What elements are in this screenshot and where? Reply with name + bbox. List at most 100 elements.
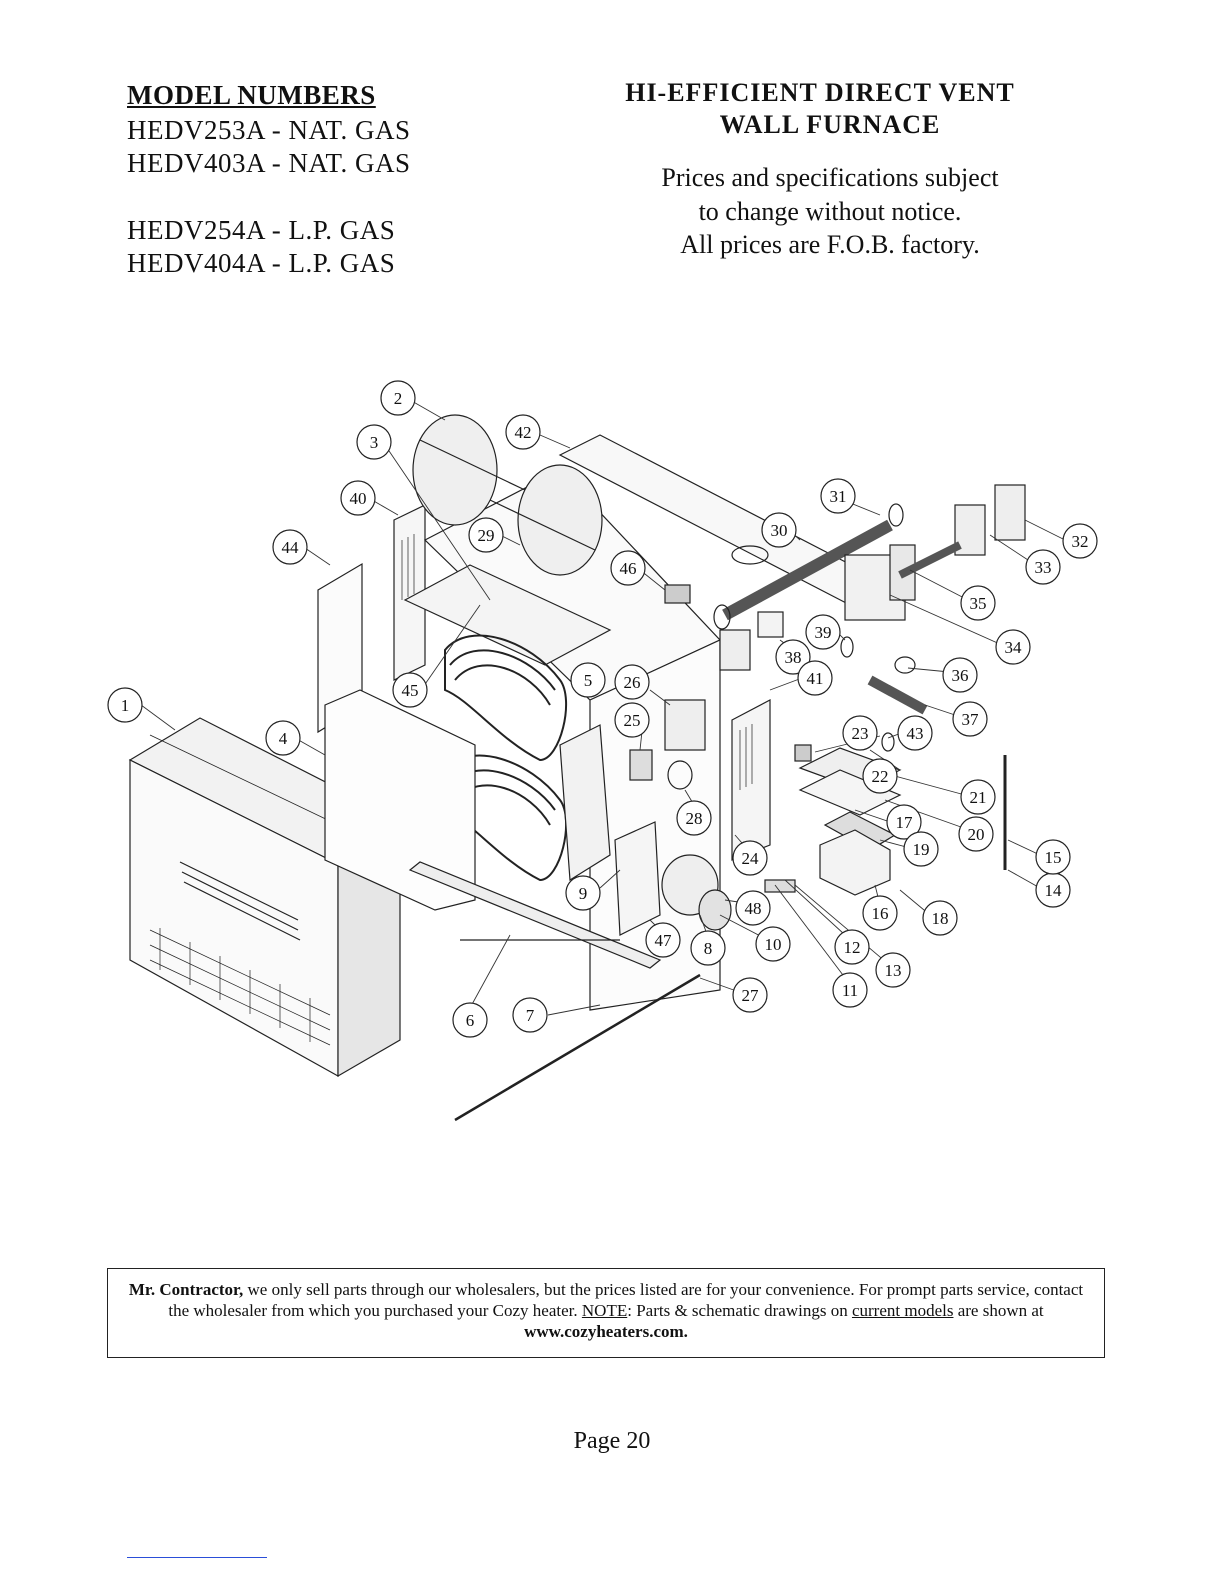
model-line: HEDV254A - L.P. GAS xyxy=(127,215,396,245)
callout-label: 12 xyxy=(844,938,861,957)
callout-circle xyxy=(676,800,712,836)
callout-label: 13 xyxy=(885,961,902,980)
callout-label: 11 xyxy=(842,981,858,1000)
callout-circle xyxy=(107,687,143,723)
callout-label: 19 xyxy=(913,840,930,859)
callout-label: 38 xyxy=(785,648,802,667)
callout-label: 4 xyxy=(279,729,288,748)
page-number: Page 20 xyxy=(573,1428,651,1454)
callout-label: 20 xyxy=(968,825,985,844)
callout-label: 10 xyxy=(765,935,782,954)
callout-8: 8 xyxy=(690,930,726,966)
callout-circle xyxy=(735,890,771,926)
callout-circle xyxy=(958,816,994,852)
callout-label: 25 xyxy=(624,711,641,730)
callout-28: 28 xyxy=(676,800,712,836)
callout-label: 26 xyxy=(624,673,641,692)
callout-circle xyxy=(732,840,768,876)
callout-38: 38 xyxy=(775,639,811,675)
contractor-text: : Parts & schematic drawings on xyxy=(627,1301,852,1320)
callout-label: 28 xyxy=(686,809,703,828)
callout-label: 29 xyxy=(478,526,495,545)
callout-label: 39 xyxy=(815,623,832,642)
callout-circle xyxy=(897,715,933,751)
callout-26: 26 xyxy=(614,664,650,700)
callout-label: 21 xyxy=(970,788,987,807)
contractor-text: are shown at xyxy=(953,1301,1044,1320)
callout-31: 31 xyxy=(820,478,856,514)
callout-label: 36 xyxy=(952,666,969,685)
callout-32: 32 xyxy=(1062,523,1098,559)
callout-circle xyxy=(922,900,958,936)
callout-circle xyxy=(761,512,797,548)
callout-label: 5 xyxy=(584,671,593,690)
callout-5: 5 xyxy=(570,662,606,698)
callout-20: 20 xyxy=(958,816,994,852)
callout-45: 45 xyxy=(392,672,428,708)
callout-circle xyxy=(995,629,1031,665)
callout-label: 35 xyxy=(970,594,987,613)
callout-circle xyxy=(468,517,504,553)
contractor-lead: Mr. Contractor, xyxy=(128,1280,244,1299)
callout-circle xyxy=(862,758,898,794)
callout-4: 4 xyxy=(265,720,301,756)
callout-circle xyxy=(834,929,870,965)
callout-circle xyxy=(862,895,898,931)
callout-18: 18 xyxy=(922,900,958,936)
callout-label: 44 xyxy=(282,538,300,557)
contractor-notice-box: Mr. Contractor, we only sell parts throu… xyxy=(107,1268,1105,1358)
callout-label: 37 xyxy=(962,710,980,729)
callout-17: 17 xyxy=(886,804,922,840)
callout-circle xyxy=(614,664,650,700)
callout-14: 14 xyxy=(1035,872,1071,908)
footer-rule xyxy=(127,1557,267,1558)
callout-circle xyxy=(610,550,646,586)
callout-11: 11 xyxy=(832,972,868,1008)
callout-circle xyxy=(392,672,428,708)
callout-circle xyxy=(820,478,856,514)
callout-30: 30 xyxy=(761,512,797,548)
callout-19: 19 xyxy=(903,831,939,867)
callout-34: 34 xyxy=(995,629,1031,665)
callout-circle xyxy=(842,715,878,751)
notice-line: to change without notice. xyxy=(698,197,962,226)
website-link[interactable]: www.cozyheaters.com. xyxy=(524,1322,688,1341)
current-models-link-text: current models xyxy=(851,1301,954,1320)
callout-39: 39 xyxy=(805,614,841,650)
callout-48: 48 xyxy=(735,890,771,926)
callout-circle xyxy=(452,1002,488,1038)
callout-label: 45 xyxy=(402,681,419,700)
callout-33: 33 xyxy=(1025,549,1061,585)
callout-21: 21 xyxy=(960,779,996,815)
model-line: HEDV403A - NAT. GAS xyxy=(127,148,411,178)
callout-circle xyxy=(690,930,726,966)
notice-line: Prices and specifications subject xyxy=(661,163,999,192)
callout-circle xyxy=(645,922,681,958)
callout-circle xyxy=(960,779,996,815)
callout-circle xyxy=(805,614,841,650)
callout-label: 42 xyxy=(515,423,532,442)
callout-label: 31 xyxy=(830,487,847,506)
note-label: NOTE xyxy=(581,1301,628,1320)
model-line: HEDV253A - NAT. GAS xyxy=(127,115,411,145)
callout-circle xyxy=(832,972,868,1008)
callout-9: 9 xyxy=(565,875,601,911)
callout-6: 6 xyxy=(452,1002,488,1038)
callout-15: 15 xyxy=(1035,839,1071,875)
callout-41: 41 xyxy=(797,660,833,696)
callout-circle xyxy=(272,529,308,565)
callout-label: 23 xyxy=(852,724,869,743)
callout-label: 8 xyxy=(704,939,713,958)
callout-label: 15 xyxy=(1045,848,1062,867)
callout-circle xyxy=(960,585,996,621)
page-title-line-1: HI-EFFICIENT DIRECT VENT xyxy=(625,78,1015,107)
callout-label: 3 xyxy=(370,433,379,452)
callout-label: 33 xyxy=(1035,558,1052,577)
callout-13: 13 xyxy=(875,952,911,988)
callout-24: 24 xyxy=(732,840,768,876)
callout-label: 14 xyxy=(1045,881,1063,900)
callout-27: 27 xyxy=(732,977,768,1013)
callout-25: 25 xyxy=(614,702,650,738)
callout-46: 46 xyxy=(610,550,646,586)
callout-circle xyxy=(565,875,601,911)
